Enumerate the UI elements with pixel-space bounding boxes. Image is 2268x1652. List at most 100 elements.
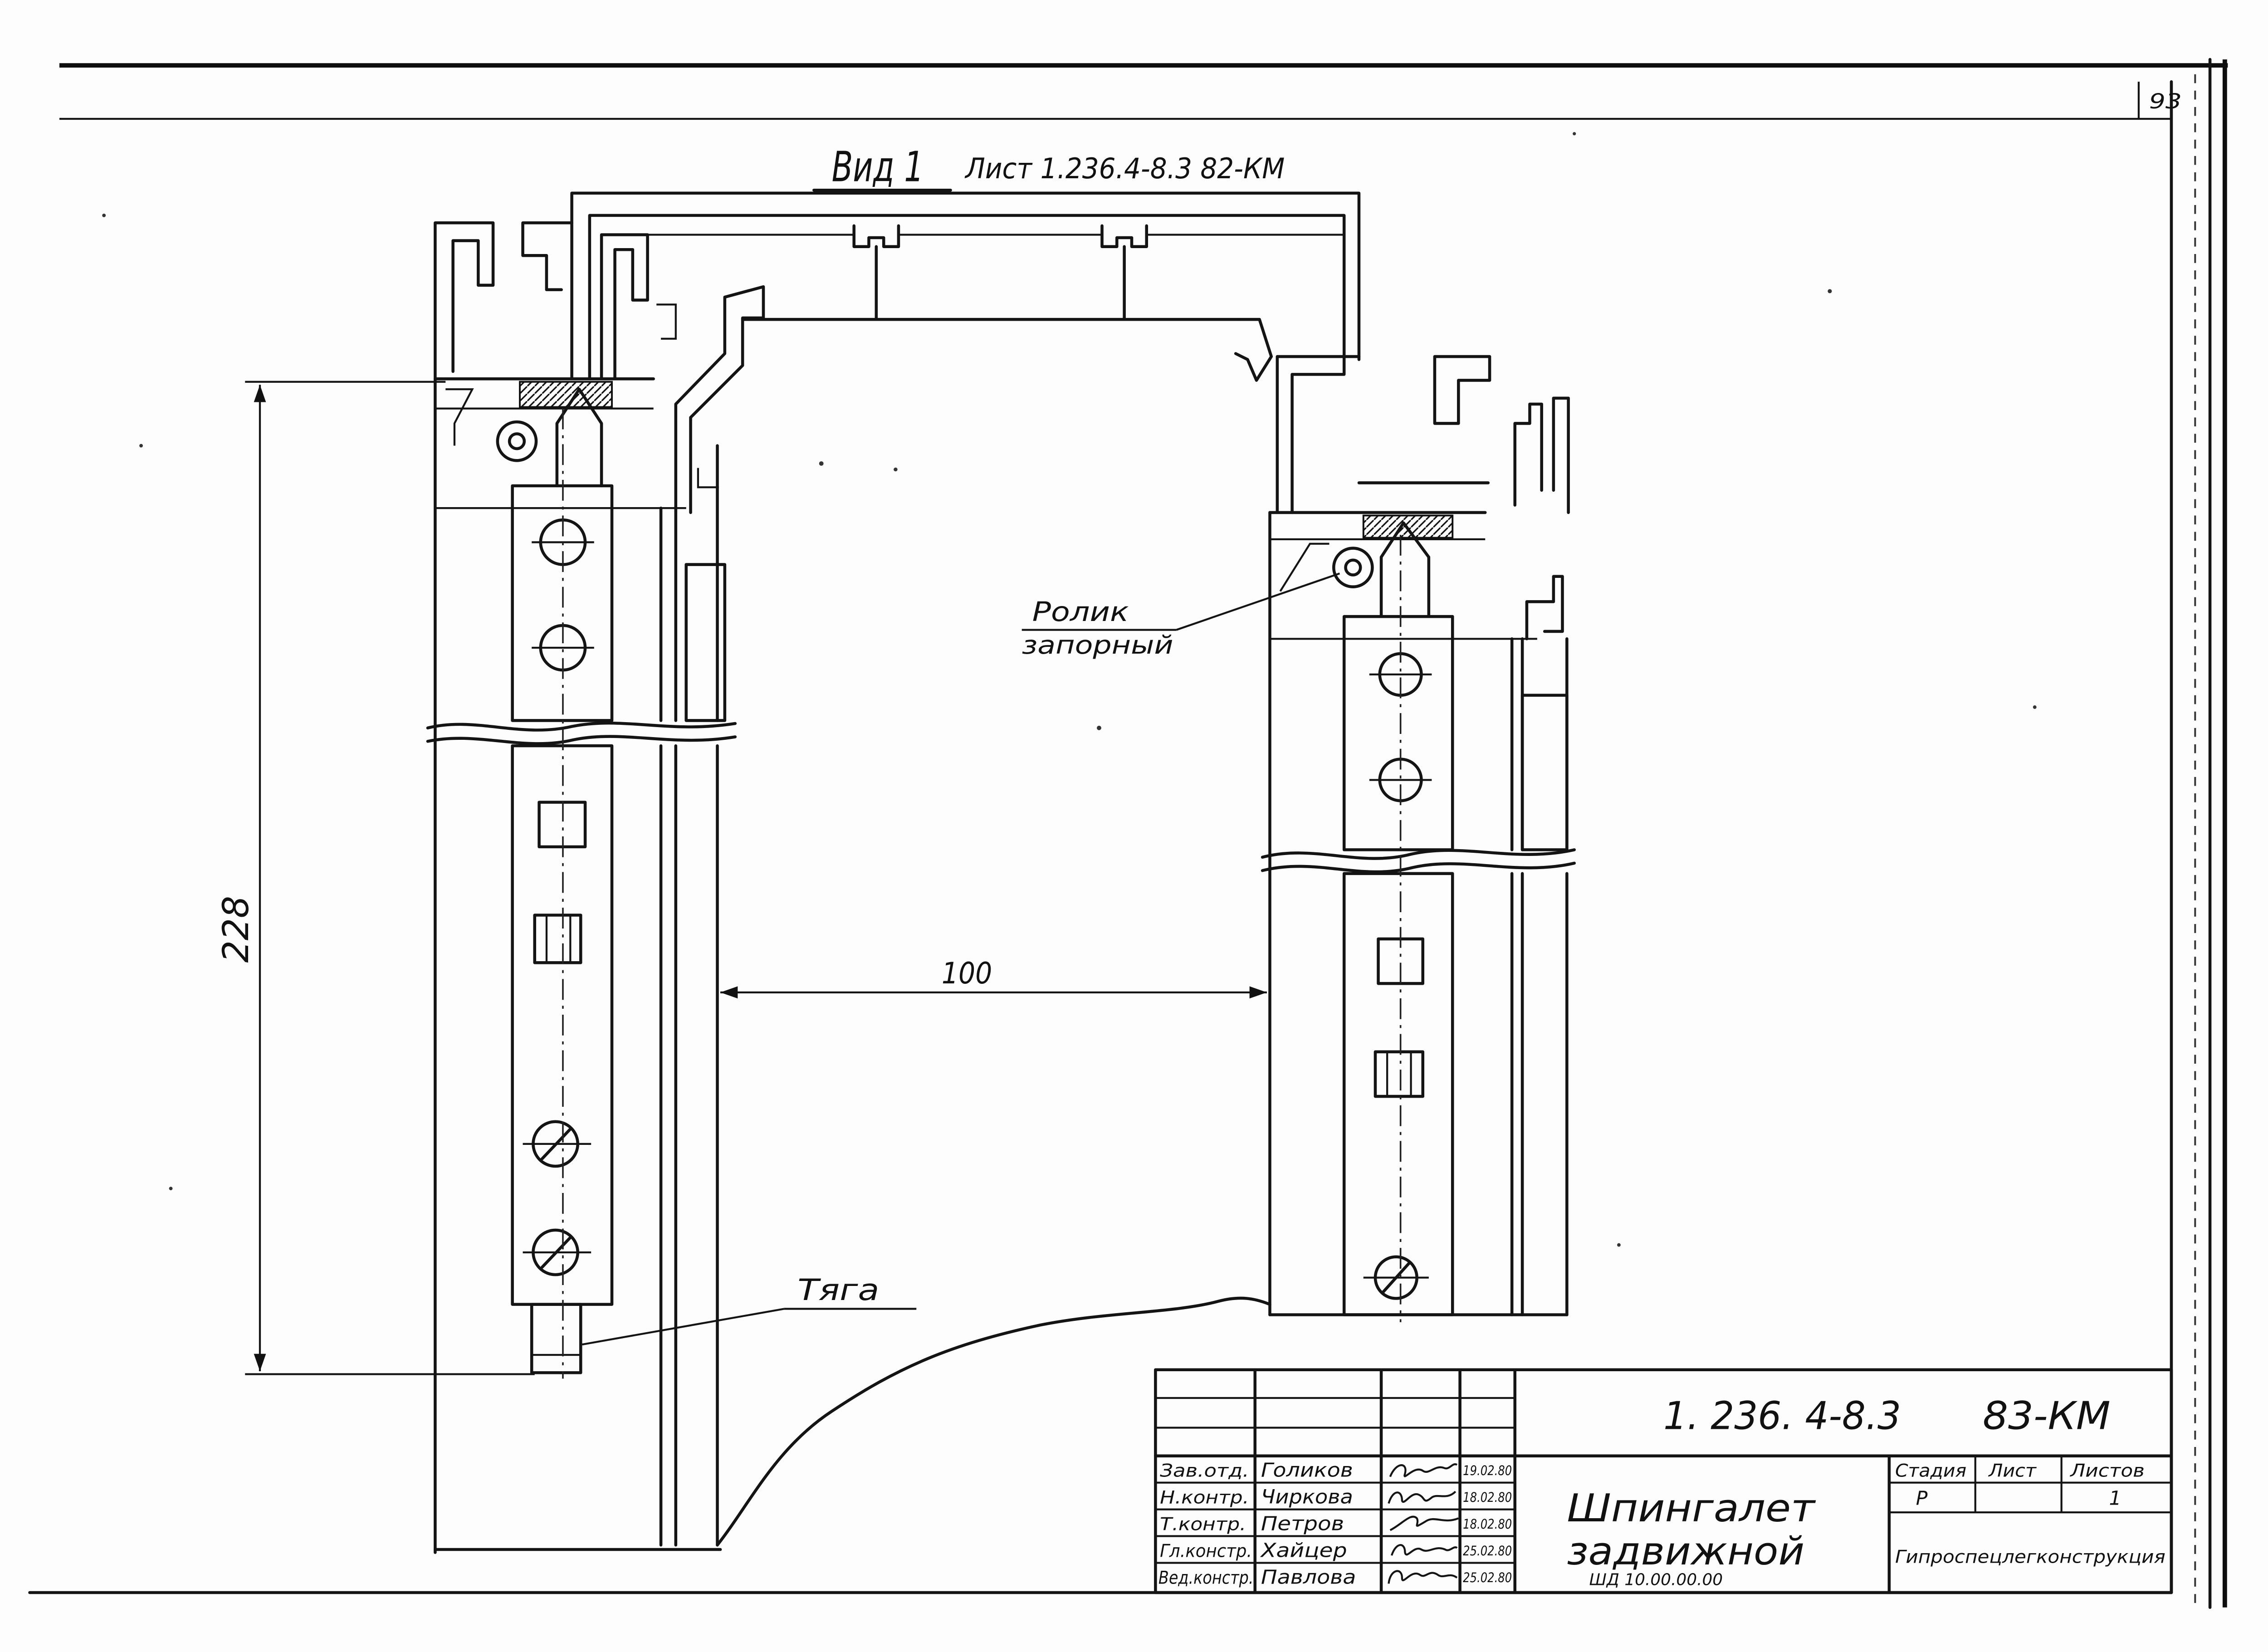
drawing-designation: 1. 236. 4-8.3 xyxy=(1663,1394,1901,1439)
right-ribbed-slot xyxy=(1374,1050,1425,1098)
callout-rod: Тяга xyxy=(582,1273,917,1346)
left-seal-hatched xyxy=(519,381,613,408)
left-break-line-upper xyxy=(426,721,737,732)
scan-speck xyxy=(102,213,106,217)
stage-value: Р xyxy=(1916,1487,1928,1510)
signature-role: Гл.констр. xyxy=(1160,1541,1252,1561)
view-reference: Лист 1.236.4-8.3 82-КМ xyxy=(964,152,1285,185)
scan-speck xyxy=(1573,132,1576,136)
dimension-width-value: 100 xyxy=(942,956,992,991)
signature-scribble xyxy=(1389,1515,1459,1531)
signature-role: Вед.констр. xyxy=(1158,1568,1254,1588)
signature-row: Н.контр. Чиркова 18.02.80 xyxy=(1160,1486,1512,1508)
signature-scribble xyxy=(1388,1491,1457,1504)
scan-speck xyxy=(169,1187,173,1191)
left-roller-outer xyxy=(496,420,538,462)
signature-role: Зав.отд. xyxy=(1160,1461,1249,1481)
right-latch-tongue xyxy=(1379,521,1431,618)
right-glazing-bead xyxy=(1234,318,1273,382)
signature-role: Т.контр. xyxy=(1160,1514,1246,1535)
title-block-stage-grid xyxy=(1889,1456,2171,1514)
callout-rod-label: Тяга xyxy=(797,1273,879,1307)
signature-name: Хайцер xyxy=(1260,1539,1347,1562)
sheets-value: 1 xyxy=(2109,1487,2121,1510)
scan-speck xyxy=(894,467,898,472)
left-latch-assembly xyxy=(426,221,737,1554)
left-profile-hooks xyxy=(434,221,573,381)
channel-lip-right xyxy=(1100,224,1148,248)
signature-date: 19.02.80 xyxy=(1463,1463,1512,1478)
callout-roller-leader xyxy=(1176,572,1340,631)
right-bar-upper xyxy=(1342,615,1454,851)
callout-rod-leader xyxy=(582,1308,785,1346)
left-break-line-lower xyxy=(426,735,737,745)
right-plate-bevel xyxy=(1279,543,1330,592)
signature-name: Павлова xyxy=(1261,1566,1356,1588)
sheet-header: Лист xyxy=(1988,1461,2037,1481)
callout-roller: Ролик запорный xyxy=(1022,572,1340,660)
left-inner-hook xyxy=(600,233,649,381)
signature-scribble xyxy=(1390,1544,1458,1556)
product-name-line1: Шпингалет xyxy=(1567,1486,1816,1531)
signature-row: Гл.констр. Хайцер 25.02.80 xyxy=(1160,1539,1512,1562)
left-latch-tongue xyxy=(555,387,603,488)
dimension-height-value: 228 xyxy=(215,896,257,963)
organization-name: Гипроспецлегконструкция xyxy=(1895,1547,2165,1567)
right-profile-walls-upper xyxy=(1510,637,1569,851)
top-frame-profile xyxy=(570,191,1361,514)
scan-speck xyxy=(1617,1243,1621,1247)
left-screw-crosshairs xyxy=(523,1143,591,1254)
right-side-block xyxy=(1520,694,1569,851)
signature-row: Т.контр. Петров 18.02.80 xyxy=(1160,1512,1512,1535)
left-tie-rod xyxy=(530,1303,582,1374)
scan-speck xyxy=(1097,725,1101,730)
signature-date: 18.02.80 xyxy=(1463,1516,1512,1532)
right-profile-walls-lower xyxy=(1510,872,1569,1316)
left-side-block xyxy=(684,563,727,722)
title-block-border xyxy=(1154,1368,2173,1594)
signature-row: Зав.отд. Голиков 19.02.80 xyxy=(1160,1459,1512,1482)
signature-date: 25.02.80 xyxy=(1463,1570,1512,1585)
left-plate-bevel xyxy=(445,388,474,446)
top-frame-inner xyxy=(588,214,1346,381)
product-code: ШД 10.00.00.00 xyxy=(1589,1571,1723,1589)
scan-speck xyxy=(1828,289,1832,293)
sheet-frame: 93 xyxy=(28,58,2228,1609)
right-profile-hook-1 xyxy=(1433,355,1491,425)
callout-roller-line1: Ролик xyxy=(1032,596,1129,627)
left-roller-axle xyxy=(508,432,526,450)
right-ribbed-slot-ribs xyxy=(1386,1051,1412,1097)
right-upper-box xyxy=(1276,355,1361,514)
right-side-bracket xyxy=(1525,575,1564,640)
view-caption: Вид 1 Лист 1.236.4-8.3 82-КМ xyxy=(812,143,1285,192)
stage-header: Стадия xyxy=(1895,1461,1966,1481)
dimension-width: 100 xyxy=(720,956,1267,999)
signature-role: Н.контр. xyxy=(1160,1487,1249,1508)
signature-row: Вед.констр. Павлова 25.02.80 xyxy=(1158,1566,1512,1588)
dimension-height: 228 xyxy=(215,381,535,1375)
signature-date: 18.02.80 xyxy=(1463,1490,1512,1505)
title-block-columns xyxy=(1253,1368,1517,1594)
left-profile-walls-lower xyxy=(659,744,719,1547)
left-ribbed-slot xyxy=(533,914,582,964)
scan-specks xyxy=(102,132,2037,1247)
left-ribbed-slot-ribs xyxy=(545,915,572,963)
callout-roller-line2: запорный xyxy=(1022,630,1173,660)
drawing-sheet-code: 83-КМ xyxy=(1983,1394,2111,1439)
page-number: 93 xyxy=(2149,89,2182,113)
left-profile-walls-upper xyxy=(659,444,719,722)
channel-lip-left xyxy=(852,224,900,248)
scan-speck xyxy=(819,461,824,466)
right-roller-axle xyxy=(1344,558,1362,577)
left-glazing-bead xyxy=(674,285,765,514)
right-latch-assembly xyxy=(1261,355,1576,1322)
view-title: Вид 1 xyxy=(832,143,924,191)
left-bead-hook xyxy=(656,303,719,489)
signature-name: Петров xyxy=(1261,1512,1344,1535)
section-cut-curve xyxy=(716,1296,1271,1547)
scan-speck xyxy=(139,444,143,448)
signature-scribble xyxy=(1388,1570,1458,1584)
signature-name: Чиркова xyxy=(1261,1486,1353,1508)
right-break-line-lower xyxy=(1261,861,1576,874)
